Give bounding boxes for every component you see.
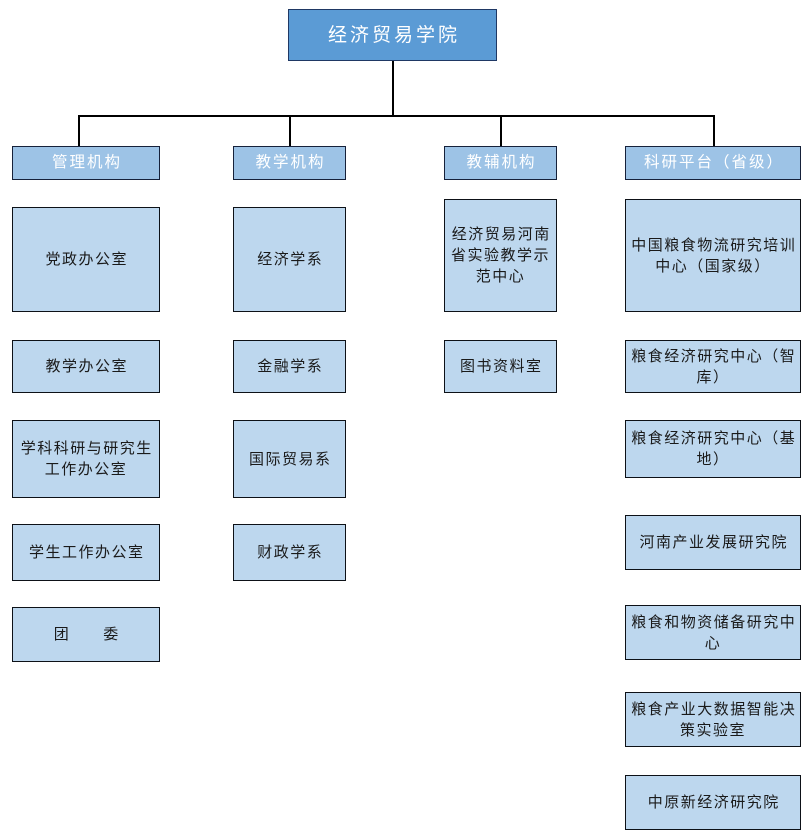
org-item-teaching-2[interactable]: 国际贸易系 xyxy=(233,420,346,498)
org-header-support[interactable]: 教辅机构 xyxy=(444,146,557,180)
org-header-support-label: 教辅机构 xyxy=(466,153,537,172)
org-item-support-0-label: 经济贸易河南省实验教学示范中心 xyxy=(450,225,551,285)
org-item-teaching-1-label: 金融学系 xyxy=(257,357,324,376)
org-item-management-3-label: 学生工作办公室 xyxy=(28,543,145,562)
org-item-management-0-label: 党政办公室 xyxy=(45,250,128,269)
org-item-teaching-1[interactable]: 金融学系 xyxy=(233,340,346,393)
connector-drop-col1 xyxy=(78,115,80,146)
org-item-research-6[interactable]: 中原新经济研究院 xyxy=(625,775,801,830)
org-item-management-4-label: 团 委 xyxy=(53,625,120,644)
connector-drop-col3 xyxy=(500,115,502,146)
org-item-management-0[interactable]: 党政办公室 xyxy=(12,207,160,312)
org-item-management-3[interactable]: 学生工作办公室 xyxy=(12,524,160,581)
org-header-teaching-label: 教学机构 xyxy=(255,153,326,172)
org-item-research-4-label: 粮食和物资储备研究中心 xyxy=(631,612,797,652)
org-header-management-label: 管理机构 xyxy=(51,153,122,172)
org-item-management-2-label: 学科科研与研究生 工作办公室 xyxy=(20,439,153,478)
org-item-teaching-3[interactable]: 财政学系 xyxy=(233,524,346,581)
connector-root-stem xyxy=(392,61,394,116)
connector-drop-col4 xyxy=(713,115,715,146)
org-item-research-4[interactable]: 粮食和物资储备研究中心 xyxy=(625,605,801,660)
org-header-research[interactable]: 科研平台（省级） xyxy=(625,146,801,180)
org-item-support-1-label: 图书资料室 xyxy=(459,357,543,376)
org-item-support-1[interactable]: 图书资料室 xyxy=(444,340,557,393)
org-item-teaching-0[interactable]: 经济学系 xyxy=(233,207,346,312)
org-item-research-1-label: 粮食经济研究中心（智库） xyxy=(631,346,797,386)
org-item-research-2-label: 粮食经济研究中心（基地） xyxy=(631,429,797,468)
org-item-management-1-label: 教学办公室 xyxy=(45,357,128,376)
org-item-research-1[interactable]: 粮食经济研究中心（智库） xyxy=(625,340,801,393)
org-item-research-6-label: 中原新经济研究院 xyxy=(647,793,780,812)
org-item-support-0[interactable]: 经济贸易河南省实验教学示范中心 xyxy=(444,199,557,312)
org-header-research-label: 科研平台（省级） xyxy=(643,153,784,172)
org-item-management-1[interactable]: 教学办公室 xyxy=(12,340,160,393)
org-header-teaching[interactable]: 教学机构 xyxy=(233,146,346,180)
org-item-research-0-label: 中国粮食物流研究培训中心（国家级） xyxy=(631,235,797,275)
org-header-management[interactable]: 管理机构 xyxy=(12,146,160,180)
org-item-teaching-0-label: 经济学系 xyxy=(257,250,324,269)
org-node-root[interactable]: 经济贸易学院 xyxy=(288,9,497,61)
org-item-teaching-2-label: 国际贸易系 xyxy=(248,449,332,468)
connector-drop-col2 xyxy=(289,115,291,146)
connector-horizontal-bus xyxy=(78,115,714,117)
org-item-research-3-label: 河南产业发展研究院 xyxy=(639,533,788,552)
org-item-management-4[interactable]: 团 委 xyxy=(12,607,160,662)
org-node-root-label: 经济贸易学院 xyxy=(327,23,460,46)
org-item-research-5-label: 粮食产业大数据智能决策实验室 xyxy=(631,699,797,739)
org-item-management-2[interactable]: 学科科研与研究生 工作办公室 xyxy=(12,420,160,498)
org-item-research-3[interactable]: 河南产业发展研究院 xyxy=(625,515,801,570)
org-item-research-5[interactable]: 粮食产业大数据智能决策实验室 xyxy=(625,692,801,747)
org-item-teaching-3-label: 财政学系 xyxy=(257,543,324,562)
org-item-research-0[interactable]: 中国粮食物流研究培训中心（国家级） xyxy=(625,199,801,312)
org-item-research-2[interactable]: 粮食经济研究中心（基地） xyxy=(625,420,801,478)
